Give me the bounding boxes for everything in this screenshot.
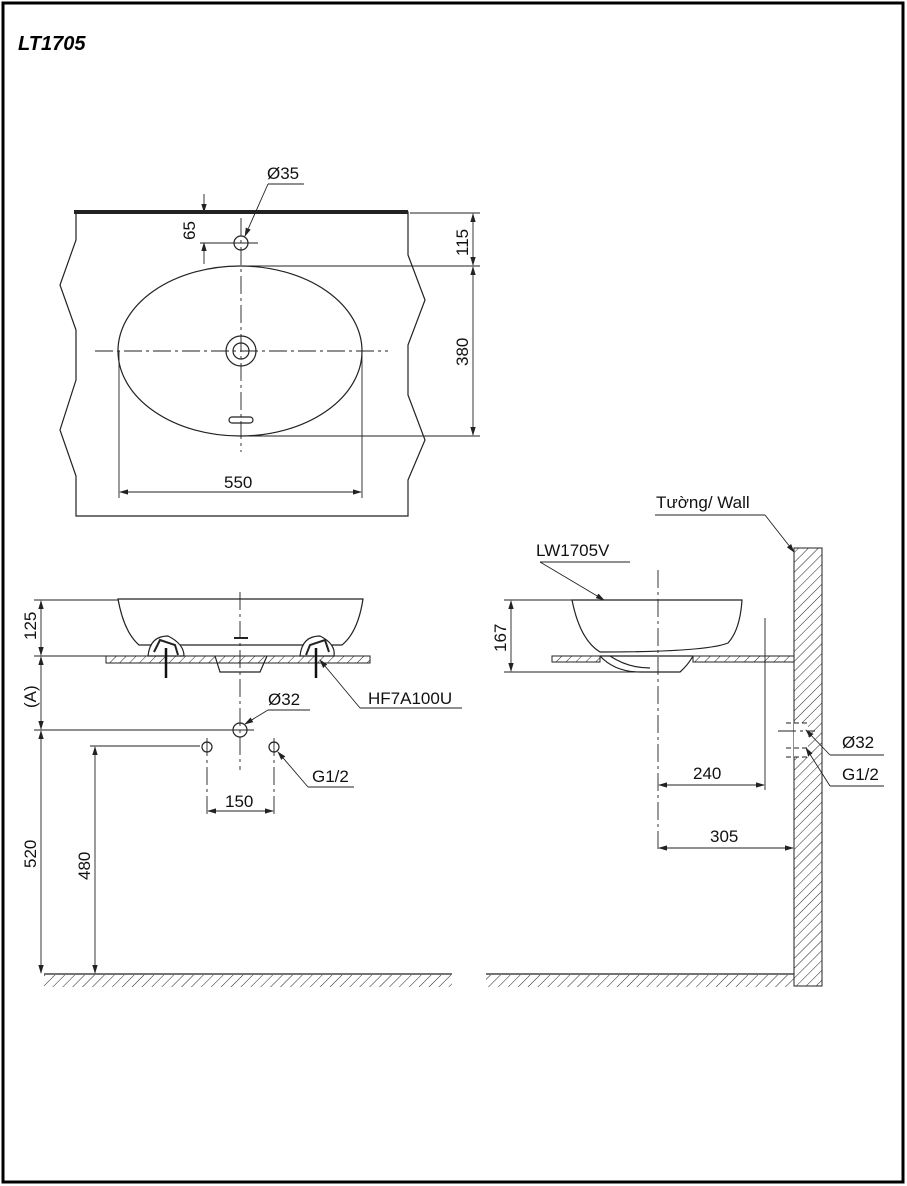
basin-code-label: LW1705V <box>536 541 610 560</box>
wall-label-leader <box>764 514 795 553</box>
fixing-bracket-left-inner <box>153 638 179 656</box>
wall-drain-port <box>794 723 808 757</box>
dim-550-label: 550 <box>224 473 252 492</box>
model-title: LT1705 <box>18 33 86 55</box>
dim-65-label: 65 <box>180 221 199 240</box>
side-drain-diameter-label: Ø32 <box>842 733 874 752</box>
drain-outer <box>225 335 257 367</box>
side-counter-left <box>551 655 601 663</box>
side-drain-inner <box>609 655 651 669</box>
wall-supply-leader <box>805 747 831 787</box>
overflow-slot <box>228 416 254 424</box>
dim-520-label: 520 <box>21 840 40 868</box>
dim-150-label: 150 <box>225 792 253 811</box>
side-counter-right <box>692 655 795 663</box>
dim-115-label: 115 <box>453 229 472 256</box>
front-drain-leader <box>244 709 269 725</box>
fitting-leader <box>319 659 361 709</box>
supply-leader <box>277 751 309 788</box>
front-view: 125 (A) 520 480 150 Ø32 HF7A100U G1/2 <box>21 592 462 987</box>
dim-125-label: 125 <box>21 612 40 640</box>
front-counter <box>105 655 371 664</box>
side-supply-thread-label: G1/2 <box>842 765 879 784</box>
front-drain-diameter-label: Ø32 <box>268 690 300 709</box>
dim-a-label: (A) <box>21 685 40 708</box>
side-drain-body <box>599 655 694 673</box>
side-floor-hatch <box>486 975 794 987</box>
fixing-bracket-left <box>147 635 185 657</box>
front-floor-hatch <box>44 975 452 987</box>
wall-label: Tường/ Wall <box>656 493 750 512</box>
dim-240-label: 240 <box>693 764 721 783</box>
countertop-outline <box>59 211 426 517</box>
dim-380-label: 380 <box>453 338 472 366</box>
fitting-code-label: HF7A100U <box>368 689 452 708</box>
dim-167-label: 167 <box>491 624 510 652</box>
basin-code-leader <box>539 561 605 601</box>
front-basin <box>117 598 364 646</box>
dim-305-label: 305 <box>710 827 738 846</box>
side-view: 167 240 305 Ø32 G1/2 LW1705V Tường/ Wall <box>486 493 884 987</box>
fixing-bracket-right-inner <box>305 638 330 656</box>
hole-leader <box>244 183 269 237</box>
wall <box>793 547 823 987</box>
side-basin <box>571 599 743 653</box>
wall-drain-leader <box>805 729 831 756</box>
dim-480-label: 480 <box>75 852 94 880</box>
drain-inner <box>232 342 250 360</box>
supply-thread-label: G1/2 <box>312 767 349 786</box>
hole-diameter-label: Ø35 <box>267 164 299 183</box>
top-view: Ø35 65 115 380 550 <box>59 164 480 517</box>
